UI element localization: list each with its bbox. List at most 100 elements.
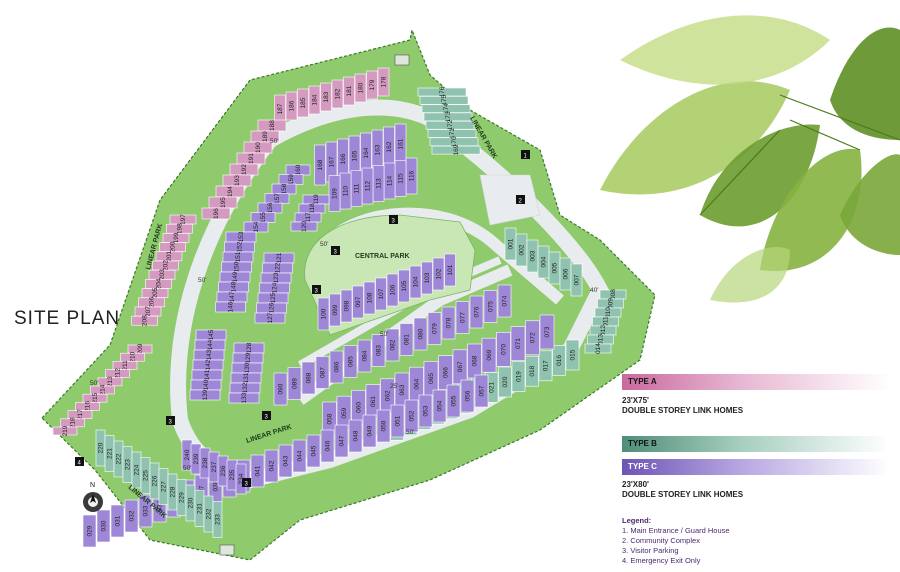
lot-183[interactable] xyxy=(320,82,332,112)
lot-044[interactable] xyxy=(292,439,307,473)
lot-079[interactable] xyxy=(427,312,442,345)
lot-099[interactable] xyxy=(329,293,341,327)
lot-170[interactable] xyxy=(429,137,479,147)
lot-179[interactable] xyxy=(366,70,378,100)
marker-visitor-parking[interactable]: 3 xyxy=(312,285,321,295)
marker-visitor-parking[interactable]: 3 xyxy=(331,246,340,256)
lot-103[interactable] xyxy=(421,261,433,295)
lot-105[interactable] xyxy=(398,269,410,303)
lot-056[interactable] xyxy=(460,379,475,413)
marker-emergency-exit[interactable]: 4 xyxy=(75,457,84,467)
lot-041[interactable] xyxy=(250,454,265,488)
lot-181[interactable] xyxy=(343,76,355,106)
lot-171[interactable] xyxy=(427,129,477,138)
lot-133[interactable] xyxy=(228,392,260,404)
marker-visitor-parking[interactable]: 3 xyxy=(166,416,175,426)
lot-071[interactable] xyxy=(510,326,526,361)
lot-048[interactable] xyxy=(348,419,363,453)
lot-186[interactable] xyxy=(285,91,298,121)
lot-020[interactable] xyxy=(498,366,512,398)
lot-081[interactable] xyxy=(399,323,414,356)
lot-083[interactable] xyxy=(371,334,386,367)
lot-018[interactable] xyxy=(525,355,539,387)
lot-176[interactable] xyxy=(417,87,467,97)
lot-139[interactable] xyxy=(189,389,221,401)
lot-146[interactable] xyxy=(215,301,246,313)
lot-074[interactable] xyxy=(497,284,512,318)
lot-049[interactable] xyxy=(362,414,377,448)
lot-007[interactable] xyxy=(570,263,583,297)
lot-109[interactable] xyxy=(328,175,341,212)
lot-055[interactable] xyxy=(446,384,461,418)
lot-032[interactable] xyxy=(124,499,139,533)
lot-050[interactable] xyxy=(376,409,391,443)
lot-085[interactable] xyxy=(343,345,358,378)
lot-174[interactable] xyxy=(421,104,471,113)
lot-057[interactable] xyxy=(474,374,489,408)
lot-180[interactable] xyxy=(354,73,367,103)
lot-107[interactable] xyxy=(375,277,387,311)
marker-main-entrance[interactable]: 1 xyxy=(521,150,530,160)
lot-219[interactable] xyxy=(52,426,78,436)
lot-054[interactable] xyxy=(432,389,447,423)
lot-068[interactable] xyxy=(467,343,482,379)
lot-075[interactable] xyxy=(483,290,498,323)
lot-070[interactable] xyxy=(496,332,511,367)
lot-076[interactable] xyxy=(469,295,484,329)
lot-043[interactable] xyxy=(278,444,293,478)
lot-097[interactable] xyxy=(352,285,364,319)
lot-169[interactable] xyxy=(431,145,481,155)
lot-029[interactable] xyxy=(82,514,97,548)
lot-014[interactable] xyxy=(584,343,612,354)
lot-178[interactable] xyxy=(377,67,390,97)
lot-090[interactable] xyxy=(273,372,288,406)
marker-community-complex[interactable]: 2 xyxy=(516,195,525,205)
lot-047[interactable] xyxy=(334,424,349,458)
lot-045[interactable] xyxy=(306,434,321,468)
lot-168[interactable] xyxy=(314,144,326,186)
marker-visitor-parking[interactable]: 3 xyxy=(242,478,251,488)
lot-185[interactable] xyxy=(297,88,309,118)
lot-182[interactable] xyxy=(331,79,344,109)
lot-100[interactable] xyxy=(317,297,330,331)
lot-196[interactable] xyxy=(201,207,231,220)
lot-233[interactable] xyxy=(212,501,223,538)
lot-089[interactable] xyxy=(287,367,302,400)
lot-084[interactable] xyxy=(357,339,372,373)
lot-072[interactable] xyxy=(525,320,540,356)
lot-016[interactable] xyxy=(552,345,566,376)
lot-033[interactable] xyxy=(138,494,153,528)
lot-172[interactable] xyxy=(425,120,475,130)
lot-102[interactable] xyxy=(432,257,445,291)
lot-208[interactable] xyxy=(131,315,158,326)
lot-104[interactable] xyxy=(409,265,422,299)
lot-086[interactable] xyxy=(329,350,344,384)
lot-042[interactable] xyxy=(264,449,279,483)
lot-098[interactable] xyxy=(340,289,353,323)
lot-120[interactable] xyxy=(290,221,318,232)
lot-066[interactable] xyxy=(438,355,453,390)
lot-046[interactable] xyxy=(320,429,335,463)
lot-082[interactable] xyxy=(385,328,400,362)
lot-088[interactable] xyxy=(301,361,316,395)
lot-108[interactable] xyxy=(363,281,376,315)
lot-069[interactable] xyxy=(481,337,497,373)
marker-visitor-parking[interactable]: 3 xyxy=(389,215,398,225)
lot-077[interactable] xyxy=(455,301,470,334)
lot-019[interactable] xyxy=(511,361,526,392)
lot-080[interactable] xyxy=(413,317,428,351)
lot-053[interactable] xyxy=(418,394,433,428)
lot-015[interactable] xyxy=(565,339,580,371)
lot-078[interactable] xyxy=(441,306,456,340)
lot-184[interactable] xyxy=(308,85,321,115)
marker-visitor-parking[interactable]: 3 xyxy=(262,411,271,421)
lot-087[interactable] xyxy=(315,356,330,389)
lot-127[interactable] xyxy=(254,312,286,324)
lot-031[interactable] xyxy=(110,504,125,538)
lot-101[interactable] xyxy=(444,253,456,287)
lot-052[interactable] xyxy=(404,399,419,433)
lot-073[interactable] xyxy=(539,314,555,350)
lot-017[interactable] xyxy=(538,350,553,382)
lot-051[interactable] xyxy=(390,404,405,438)
lot-030[interactable] xyxy=(96,509,111,543)
